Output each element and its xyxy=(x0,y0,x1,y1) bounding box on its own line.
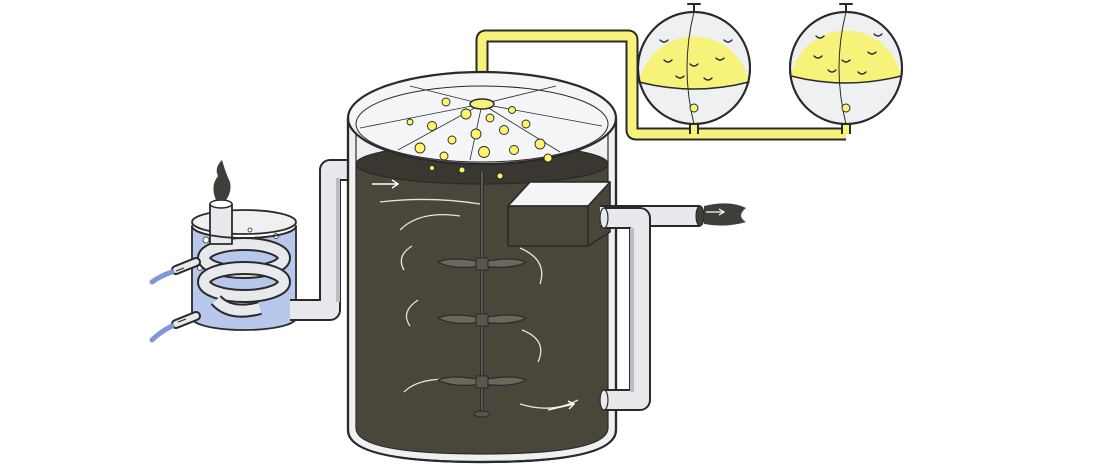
heat-exchanger-coil xyxy=(197,237,291,318)
sludge-inlet-pipe xyxy=(290,159,356,321)
gas-pipe xyxy=(475,29,851,141)
recirculation-pipe xyxy=(599,207,651,411)
water-outlet-pipe xyxy=(149,311,201,343)
flow-arrow xyxy=(372,179,576,411)
mixer-impeller xyxy=(437,172,527,418)
digester-tank xyxy=(346,70,618,464)
biogas-bubbles xyxy=(406,97,553,180)
flue-stack xyxy=(209,160,233,245)
heat-exchanger xyxy=(149,160,297,343)
overflow-box xyxy=(507,181,611,247)
gas-storage-sphere xyxy=(789,3,903,125)
gas-storage-sphere xyxy=(637,3,751,125)
water-inlet-pipe xyxy=(149,257,201,285)
